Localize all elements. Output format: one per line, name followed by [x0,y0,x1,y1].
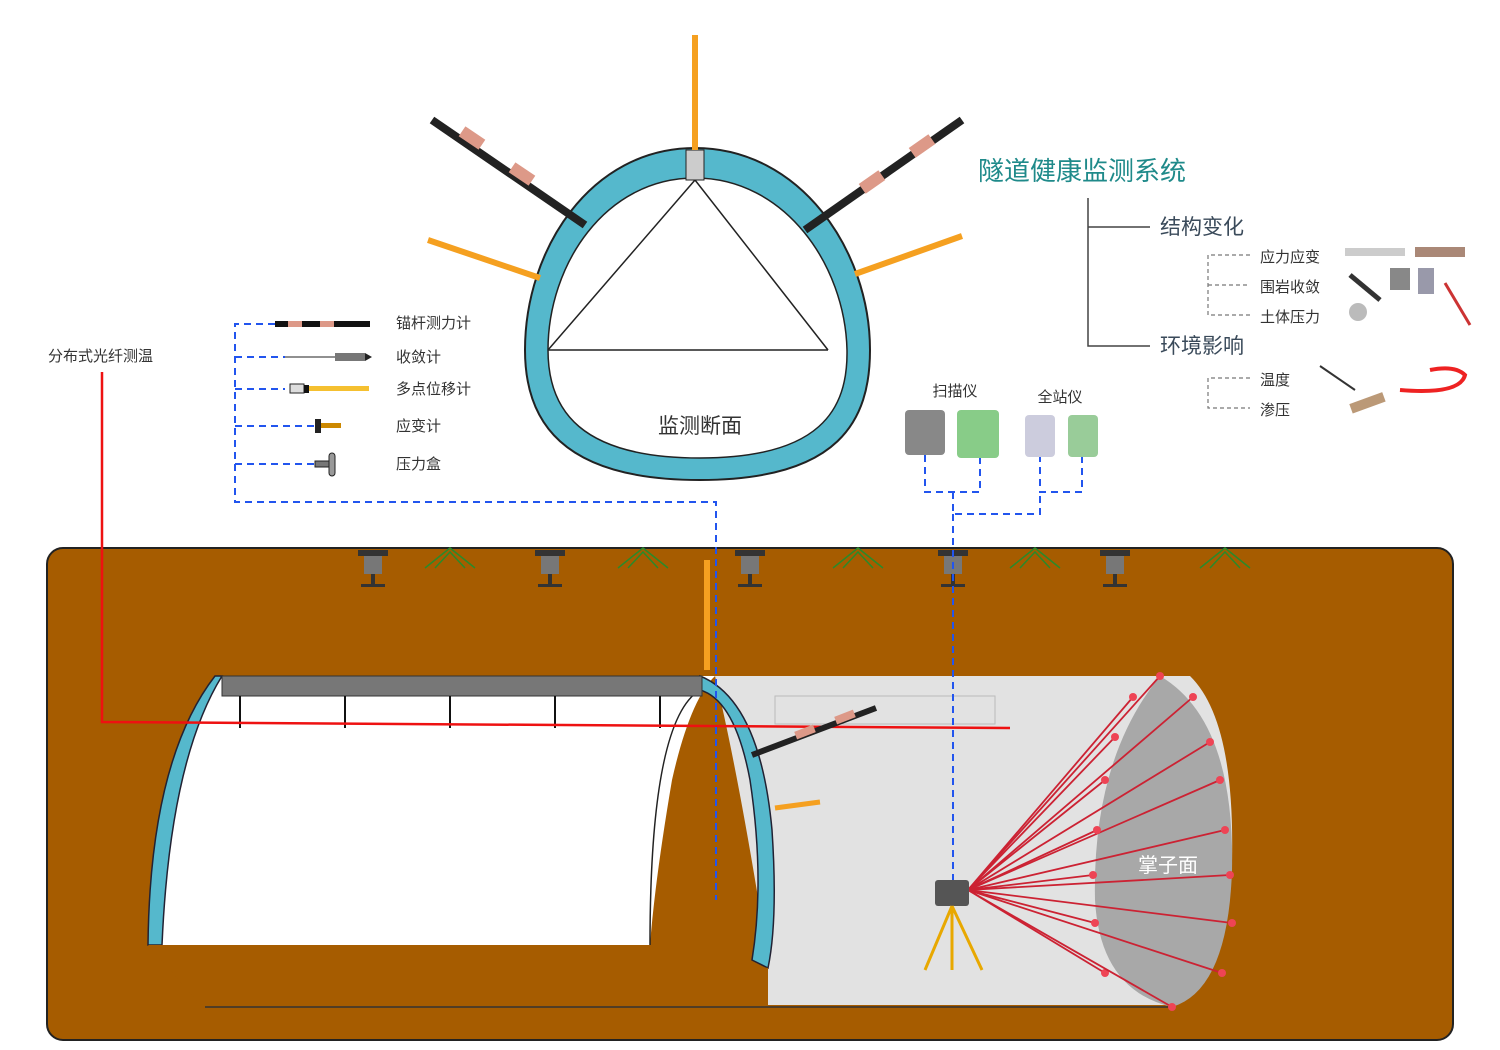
tree-dashes [1207,254,1250,409]
tree-item: 温度 [1260,371,1290,389]
arch-outline [649,689,701,946]
tree-lines [1087,198,1150,347]
scan-point [1228,919,1236,927]
laser-ray [967,741,1211,891]
section-extensometers [427,233,964,281]
laser-ray [967,696,1134,891]
laser-ray [967,829,1226,891]
scan-point [1221,826,1229,834]
multipoint-extensometer [704,560,710,670]
tree-item: 土体压力 [1260,308,1320,326]
section-label: 监测断面 [658,414,742,438]
tunnel-face [1094,676,1233,1007]
grass-marks [424,547,1251,569]
crown-rock-bar [221,675,703,697]
section-rockbolts [429,116,965,234]
laser-ray [967,675,1161,891]
tunnel-floor [148,945,768,1010]
legend-item: 收敛计 [396,348,441,366]
laser-ray [967,889,1233,924]
scan-point [1101,776,1109,784]
laser-ray [967,696,1194,891]
group-label: 环境影响 [1160,334,1244,358]
scan-point [1089,871,1097,879]
hangers [239,696,661,728]
tunnel-interior [148,676,715,945]
laser-ray [967,779,1221,891]
laser-ray [967,889,1096,924]
scan-point [1156,672,1164,680]
crown-extensometer [692,35,698,150]
extensometer-small [774,799,821,811]
section-interior [547,177,848,459]
scan-point [1218,969,1226,977]
scan-point [1093,826,1101,834]
laser-ray [967,889,1223,974]
scan-point [1111,733,1119,741]
tree-items: 应力应变 围岩收敛 土体压力 温度 渗压 [1260,248,1320,419]
legend-icons [275,321,372,477]
laser-ray [967,874,1231,891]
optical-fiber-line [100,372,1011,730]
scan-point [1168,1003,1176,1011]
laser-ray [967,829,1098,891]
formwork-outline [774,695,996,725]
scan-point [1091,919,1099,927]
convergence-lines [547,179,829,351]
bolt-gauges [458,126,936,194]
scanner-label: 扫描仪 [932,382,977,400]
fiber-label: 分布式光纤测温 [48,347,153,365]
scan-point [1226,871,1234,879]
legend-item: 锚杆测力计 [396,314,471,332]
laser-ray [967,874,1094,891]
laser-ray [967,779,1106,891]
tree-item: 围岩收敛 [1260,278,1320,296]
legend-item: 应变计 [396,417,441,435]
tree-item: 渗压 [1260,401,1290,419]
tree-item: 应力应变 [1260,248,1320,266]
scan-point [1101,969,1109,977]
legend-item: 多点位移计 [396,380,471,398]
laser-ray [967,889,1173,1008]
scan-point [1216,776,1224,784]
laser-rays [967,672,1236,1011]
total-station-icons [1025,415,1098,457]
sensor-legend: 锚杆测力计 收敛计 多点位移计 应变计 压力盒 [396,314,471,473]
crown-sensor [685,149,705,181]
laser-ray [967,736,1116,891]
total-station-label: 全站仪 [1037,388,1082,406]
tunnel-scanner [935,880,969,906]
tripod [923,905,984,971]
system-title: 隧道健康监测系统 [978,157,1186,187]
data-cables [234,323,1083,900]
scan-point [1206,738,1214,746]
surface-monitoring-points [358,550,1130,587]
face-label: 掌子面 [1138,853,1198,877]
scan-point [1189,693,1197,701]
legend-item: 压力盒 [396,455,441,473]
scan-point [1129,693,1137,701]
group-label: 结构变化 [1160,215,1244,239]
sensor-thumbnails [1319,247,1472,414]
scanner-icons [905,410,999,458]
